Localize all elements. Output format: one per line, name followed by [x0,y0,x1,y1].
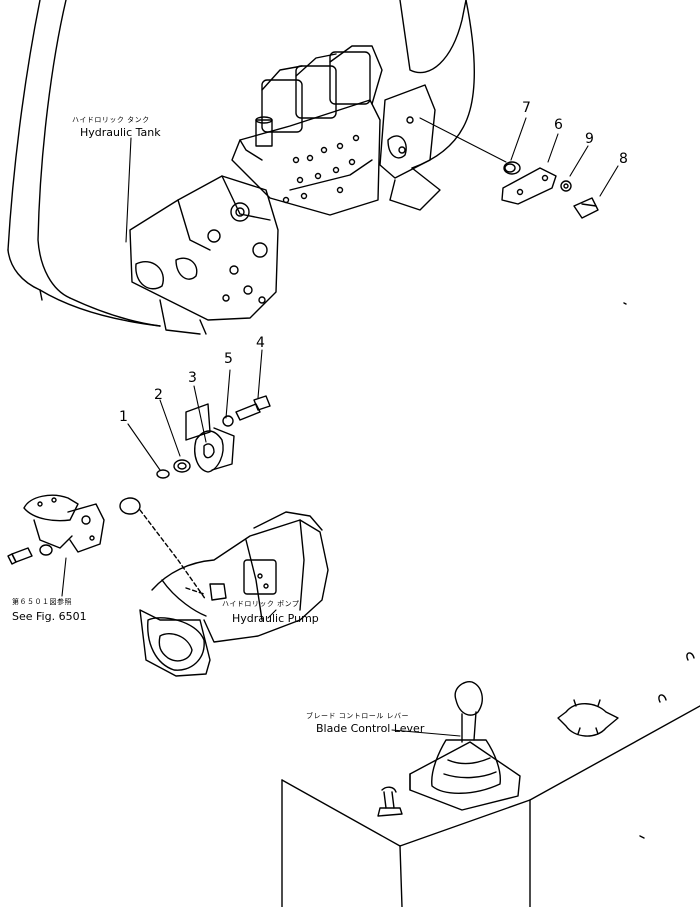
part-number-1: 1 [119,409,128,425]
see-fig-label-en: See Fig. 6501 [12,610,87,623]
elbow-fitting [7,494,105,597]
part-number-9: 9 [585,131,594,147]
see-fig-label-jp: 第６５０１図参照 [12,598,72,606]
part-number-2: 2 [154,387,163,403]
flange-parts-6-9 [501,161,599,219]
suction-parts-1-5 [119,349,271,601]
hydraulic-tank [7,0,476,327]
part-number-5: 5 [224,351,233,367]
lever-label-jp: ブレード コントロール レバー [306,712,409,720]
hydraulic-pump [139,511,329,677]
control-valve-assembly [129,45,383,335]
part-number-4: 4 [256,335,265,351]
part-number-7: 7 [522,100,531,116]
pump-label-jp: ハイドロリック ポンプ [222,600,300,608]
part-number-3: 3 [188,370,197,386]
tank-leader-lines [125,117,619,243]
pump-label-en: Hydraulic Pump [232,612,319,625]
tank-label-en: Hydraulic Tank [80,126,161,139]
cab-floor [281,302,700,907]
lever-label-en: Blade Control Lever [316,722,425,735]
part-number-8: 8 [619,151,628,167]
tank-label-jp: ハイドロリック タンク [72,116,150,124]
part-number-6: 6 [554,117,563,133]
